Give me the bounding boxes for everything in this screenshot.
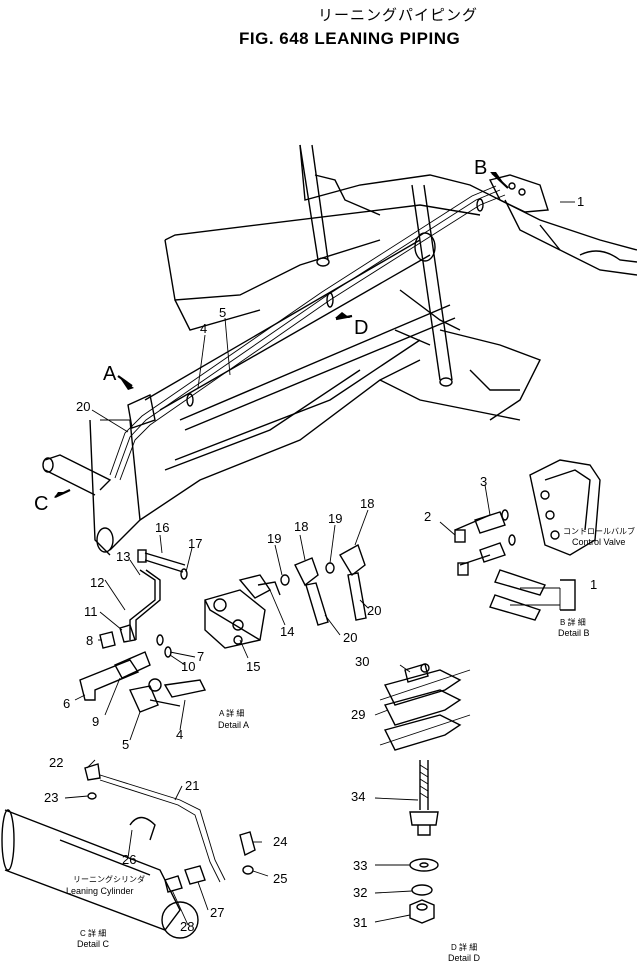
leader-lines	[64, 201, 575, 926]
callout-31: 31	[353, 915, 368, 930]
detail-a-label: Detail A	[218, 720, 250, 730]
callout-20c: 20	[343, 630, 358, 645]
callout-3: 3	[480, 474, 488, 489]
leaning-cylinder-label: Leaning Cylinder	[66, 886, 134, 896]
detail-a-label-jp: A 詳 細	[219, 709, 245, 718]
callout-7: 7	[197, 649, 205, 664]
callout-21: 21	[185, 778, 200, 793]
detail-a-drawing	[79, 543, 367, 713]
callout-22: 22	[49, 755, 64, 770]
callout-24: 24	[273, 834, 288, 849]
figure-title: FIG. 648 LEANING PIPING	[239, 29, 461, 48]
callout-19: 19	[267, 531, 282, 546]
callout-9: 9	[92, 714, 100, 729]
callout-13: 13	[116, 549, 131, 564]
detail-c-label: Detail C	[77, 939, 110, 949]
detail-d-label: Detail D	[448, 953, 481, 963]
callout-18: 18	[294, 519, 309, 534]
callout-15: 15	[246, 659, 261, 674]
detail-d-drawing	[379, 663, 471, 924]
callout-5: 5	[219, 305, 227, 320]
callout-26: 26	[122, 852, 137, 867]
control-valve-label-jp: コントロールバルブ	[563, 527, 635, 536]
view-arrows	[54, 172, 509, 498]
callout-16: 16	[155, 520, 170, 535]
detail-d-label-jp: D 詳 細	[451, 943, 478, 952]
detail-c-label-jp: C 詳 細	[80, 929, 107, 938]
callout-23: 23	[44, 790, 59, 805]
callout-30: 30	[355, 654, 370, 669]
callout-1b: 1	[590, 577, 598, 592]
view-label-d: D	[354, 317, 369, 339]
view-label-c: C	[34, 493, 49, 515]
detail-b-label: Detail B	[558, 628, 590, 638]
detail-b-drawing	[454, 459, 601, 621]
callout-29: 29	[351, 707, 366, 722]
callout-32: 32	[353, 885, 368, 900]
callout-2: 2	[424, 509, 432, 524]
callout-6: 6	[63, 696, 71, 711]
callout-10: 10	[181, 659, 196, 674]
callout-12: 12	[90, 575, 105, 590]
callout-4-detail: 4	[176, 727, 184, 742]
callout-27: 27	[210, 905, 225, 920]
leaning-cylinder-label-jp: リーニングシリンダ	[73, 875, 145, 884]
callout-20-main: 20	[76, 399, 91, 414]
callout-14: 14	[280, 624, 295, 639]
view-label-a: A	[103, 363, 117, 385]
callout-1: 1	[577, 194, 585, 209]
callout-4: 4	[200, 321, 208, 336]
title-japanese: リーニングパイピング	[318, 7, 479, 24]
callout-19b: 19	[328, 511, 343, 526]
callout-20b: 20	[367, 603, 382, 618]
main-assembly-drawing	[42, 144, 637, 556]
callout-28: 28	[180, 919, 195, 934]
view-label-b: B	[474, 157, 488, 179]
detail-b-label-jp: B 詳 細	[560, 618, 586, 627]
callout-8: 8	[86, 633, 94, 648]
callout-34: 34	[351, 789, 366, 804]
callout-5-detail: 5	[122, 737, 130, 752]
callout-17: 17	[188, 536, 203, 551]
callout-33: 33	[353, 858, 368, 873]
callout-25: 25	[273, 871, 288, 886]
callout-11: 11	[84, 604, 98, 619]
control-valve-label: Control Valve	[572, 537, 626, 547]
callout-18b: 18	[360, 496, 375, 511]
